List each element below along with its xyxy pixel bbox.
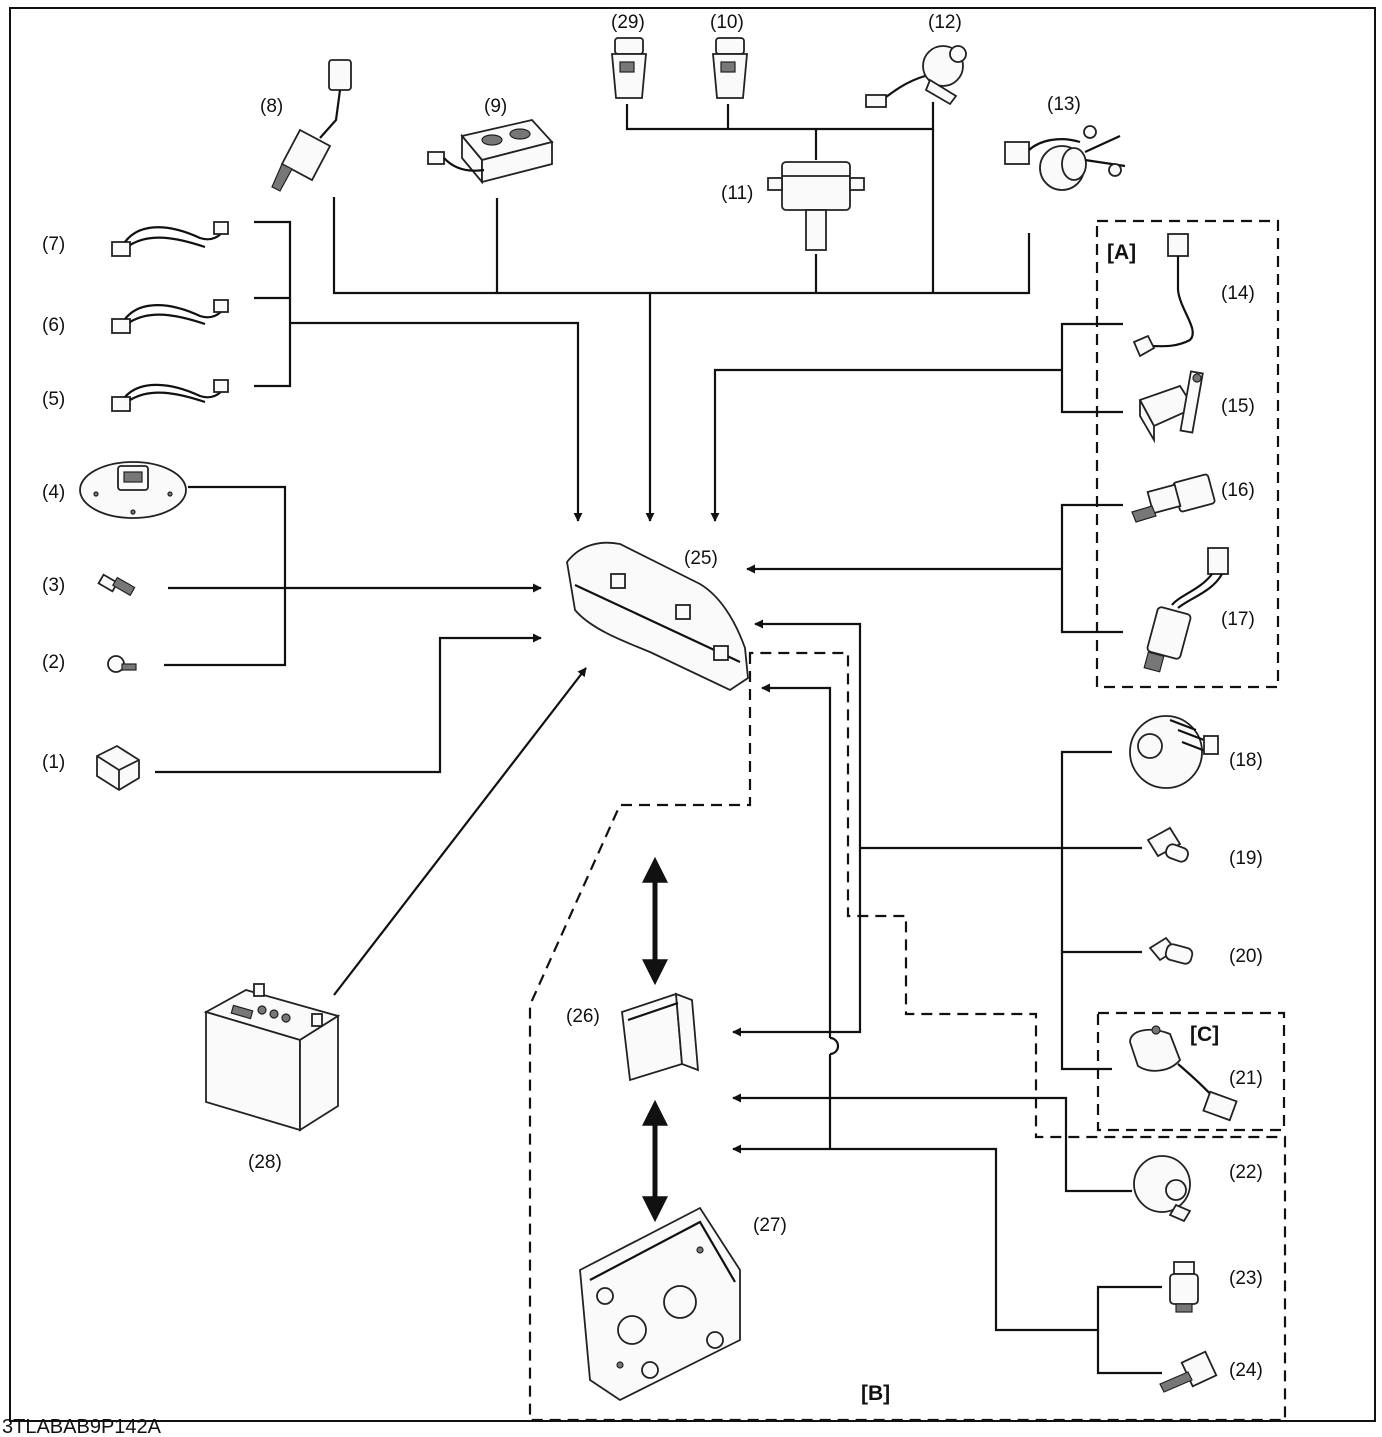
label-15: (15) [1221, 396, 1255, 417]
label-18: (18) [1229, 750, 1263, 771]
label-20: (20) [1229, 946, 1263, 967]
part-13-icon [1005, 126, 1125, 190]
part-10-icon [713, 38, 747, 98]
label-1: (1) [42, 752, 65, 773]
part-22-icon [1134, 1156, 1190, 1221]
part-27-icon [580, 1208, 740, 1400]
label-9: (9) [484, 96, 507, 117]
label-14: (14) [1221, 283, 1255, 304]
label-19: (19) [1229, 848, 1263, 869]
part-8-icon [272, 60, 351, 191]
part-29-icon [612, 38, 646, 98]
part-4-icon [80, 462, 186, 518]
label-11: (11) [721, 183, 753, 204]
wiring-left [155, 222, 586, 995]
part-23-icon [1170, 1262, 1198, 1312]
label-17: (17) [1221, 609, 1255, 630]
label-16: (16) [1221, 480, 1255, 501]
part-3-icon [99, 575, 135, 596]
label-2: (2) [42, 652, 65, 673]
label-12: (12) [928, 12, 962, 33]
label-10: (10) [710, 12, 744, 33]
label-7: (7) [42, 234, 65, 255]
part-9-icon [428, 120, 552, 182]
part-17-icon [1144, 548, 1228, 672]
label-23: (23) [1229, 1268, 1263, 1289]
part-14-icon [1134, 234, 1193, 356]
part-5-icon [112, 380, 228, 411]
part-28-icon [206, 984, 338, 1130]
label-4: (4) [42, 482, 65, 503]
label-26: (26) [566, 1006, 600, 1027]
label-21: (21) [1229, 1068, 1263, 1089]
part-15-icon [1140, 371, 1203, 440]
part-6-icon [112, 300, 228, 333]
label-3: (3) [42, 575, 65, 596]
part-12-icon [866, 46, 966, 107]
part-21-icon [1130, 1026, 1237, 1120]
part-labels: (1) (2) (3) (4) (5) (6) (7) (8) (9) (29)… [2, 12, 1263, 1437]
figure-code: 3TLABAB9P142A [2, 1416, 162, 1437]
part-20-icon [1150, 938, 1194, 965]
group-label-a: [A] [1107, 241, 1136, 264]
label-8: (8) [260, 96, 283, 117]
part-7-icon [112, 222, 228, 256]
part-18-icon [1130, 716, 1218, 788]
group-label-b: [B] [861, 1382, 890, 1405]
part-26-icon [622, 994, 698, 1080]
label-6: (6) [42, 315, 65, 336]
label-13: (13) [1047, 94, 1081, 115]
label-27: (27) [753, 1215, 787, 1236]
part-16-icon [1132, 474, 1215, 522]
label-29: (29) [611, 12, 645, 33]
part-25-icon [567, 543, 748, 690]
part-19-icon [1148, 828, 1190, 863]
label-28: (28) [248, 1152, 282, 1173]
part-24-icon [1160, 1352, 1216, 1392]
label-5: (5) [42, 389, 65, 410]
part-2-icon [108, 656, 136, 672]
label-22: (22) [1229, 1162, 1263, 1183]
label-25: (25) [684, 548, 718, 569]
part-11-icon [768, 162, 864, 250]
group-label-c: [C] [1190, 1023, 1219, 1046]
part-1-icon [97, 746, 139, 790]
label-24: (24) [1229, 1360, 1263, 1381]
